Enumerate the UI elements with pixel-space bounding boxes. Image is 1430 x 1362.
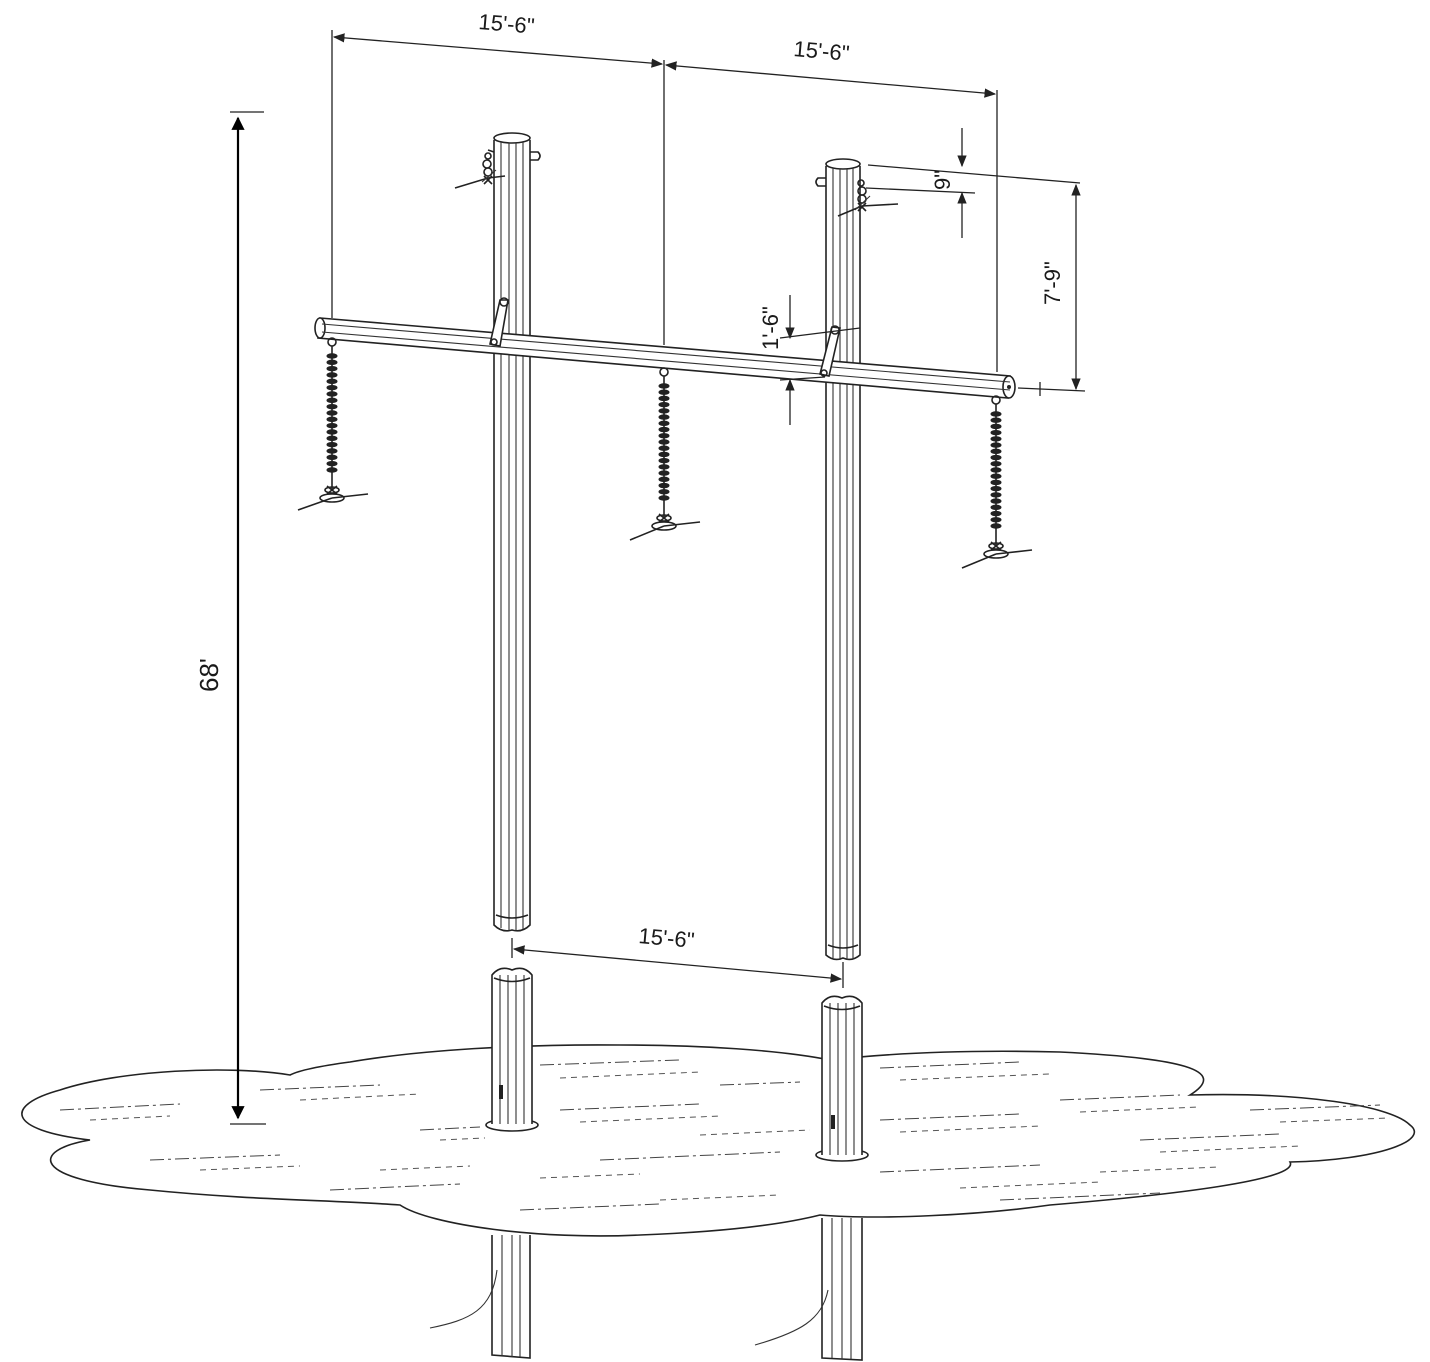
right-pole-base [815, 995, 869, 1162]
dim-total-height: 68' [194, 658, 224, 692]
insulator-string-right [961, 395, 1033, 569]
left-shield-wire-clamp [454, 149, 541, 189]
left-crossarm-brace [489, 297, 509, 347]
dim-top-right-span: 15'-6" [793, 36, 851, 66]
right-pole-upper [825, 158, 861, 961]
dim-pole-spacing: 15'-6" [638, 923, 696, 953]
dim-top-offset: 9" [930, 170, 955, 190]
left-pole-base [485, 967, 539, 1132]
insulator-string-left [297, 337, 369, 511]
right-shield-wire-clamp [815, 177, 899, 217]
right-crossarm-brace [819, 325, 841, 377]
right-pole-embedded [754, 1218, 863, 1361]
dim-top-left-span: 15'-6" [478, 9, 536, 39]
dim-crossarm-drop: 7'-9" [1040, 261, 1065, 305]
dimension-lines [230, 30, 1086, 1125]
ground-plane [21, 1044, 1416, 1237]
dim-bracket-offset: 1'-6" [758, 306, 783, 350]
insulator-string-center [629, 367, 701, 541]
ground-hatching [59, 1059, 1391, 1211]
left-pole-upper [493, 132, 531, 932]
left-pole-embedded [429, 1235, 531, 1359]
